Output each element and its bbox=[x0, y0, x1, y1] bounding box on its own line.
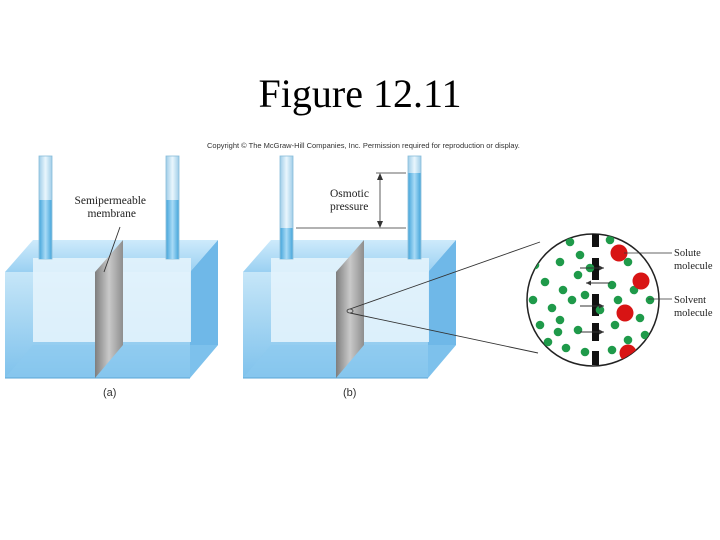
zoom-line-bottom bbox=[349, 312, 539, 354]
solvent-molecule bbox=[640, 330, 650, 340]
solvent-molecule bbox=[553, 327, 563, 337]
solvent-label-line1: Solvent bbox=[674, 295, 707, 306]
osmotic-pressure-label: Osmotic pressure bbox=[330, 188, 380, 214]
solvent-label-line2: molecule bbox=[674, 308, 713, 319]
solvent-molecule bbox=[573, 325, 583, 335]
solvent-molecule bbox=[543, 240, 553, 250]
solvent-label: Solvent molecule bbox=[674, 294, 720, 320]
membrane-pointer bbox=[103, 226, 121, 273]
solvent-molecule bbox=[547, 303, 557, 313]
membrane-segment bbox=[592, 234, 599, 247]
solvent-molecule bbox=[580, 290, 590, 300]
solvent-molecule bbox=[605, 235, 615, 245]
solvent-molecule bbox=[623, 335, 633, 345]
zoom-line-top bbox=[349, 241, 541, 310]
osmotic-label-line2: pressure bbox=[330, 201, 369, 213]
solvent-molecule bbox=[575, 250, 585, 260]
solvent-molecule bbox=[607, 345, 617, 355]
solvent-molecule bbox=[567, 295, 577, 305]
solute-molecule bbox=[632, 272, 650, 290]
solvent-molecule bbox=[555, 257, 565, 267]
panel-b-label: (b) bbox=[343, 387, 357, 399]
solvent-molecule bbox=[610, 320, 620, 330]
solvent-molecule bbox=[558, 285, 568, 295]
solvent-molecule bbox=[555, 315, 565, 325]
solvent-molecule bbox=[595, 305, 605, 315]
panel-a-apparatus bbox=[5, 155, 218, 379]
solute-molecule bbox=[610, 244, 628, 262]
membrane-segment bbox=[592, 294, 599, 316]
solvent-molecule bbox=[607, 280, 617, 290]
solvent-molecule bbox=[613, 295, 623, 305]
solvent-molecule bbox=[573, 270, 583, 280]
flow-arrow-head bbox=[586, 280, 591, 286]
solvent-molecule bbox=[565, 237, 575, 247]
solvent-molecule bbox=[635, 313, 645, 323]
solvent-molecule bbox=[540, 277, 550, 287]
membrane-label: Semipermeable membrane bbox=[72, 195, 146, 221]
membrane-label-line1: Semipermeable bbox=[74, 195, 146, 207]
flow-arrow-head bbox=[599, 303, 604, 309]
membrane-a bbox=[95, 240, 123, 378]
figure-title: Figure 12.11 bbox=[258, 71, 462, 116]
solute-molecule bbox=[616, 304, 634, 322]
panel-b-apparatus bbox=[243, 155, 456, 379]
solvent-molecule bbox=[645, 295, 655, 305]
flow-arrow-head bbox=[599, 329, 604, 335]
solvent-molecule bbox=[535, 320, 545, 330]
membrane-label-line2: membrane bbox=[87, 208, 136, 220]
solvent-molecule bbox=[543, 337, 553, 347]
osmotic-label-line1: Osmotic bbox=[330, 188, 369, 200]
membrane-segment bbox=[592, 351, 599, 365]
panel-a-label: (a) bbox=[103, 387, 117, 399]
molecular-inset bbox=[526, 233, 660, 367]
solvent-molecule bbox=[561, 343, 571, 353]
solute-label-line1: Solute bbox=[674, 248, 701, 259]
solvent-molecule bbox=[528, 295, 538, 305]
copyright-notice: Copyright © The McGraw-Hill Companies, I… bbox=[207, 141, 520, 150]
tank-side bbox=[190, 240, 218, 378]
solute-label: Solute molecule bbox=[674, 247, 720, 273]
solvent-molecule bbox=[623, 257, 633, 267]
flow-arrow-head bbox=[599, 265, 604, 271]
solute-label-line2: molecule bbox=[674, 261, 713, 272]
solute-molecule bbox=[619, 344, 637, 362]
solvent-molecule bbox=[580, 347, 590, 357]
membrane-segment bbox=[592, 258, 599, 280]
